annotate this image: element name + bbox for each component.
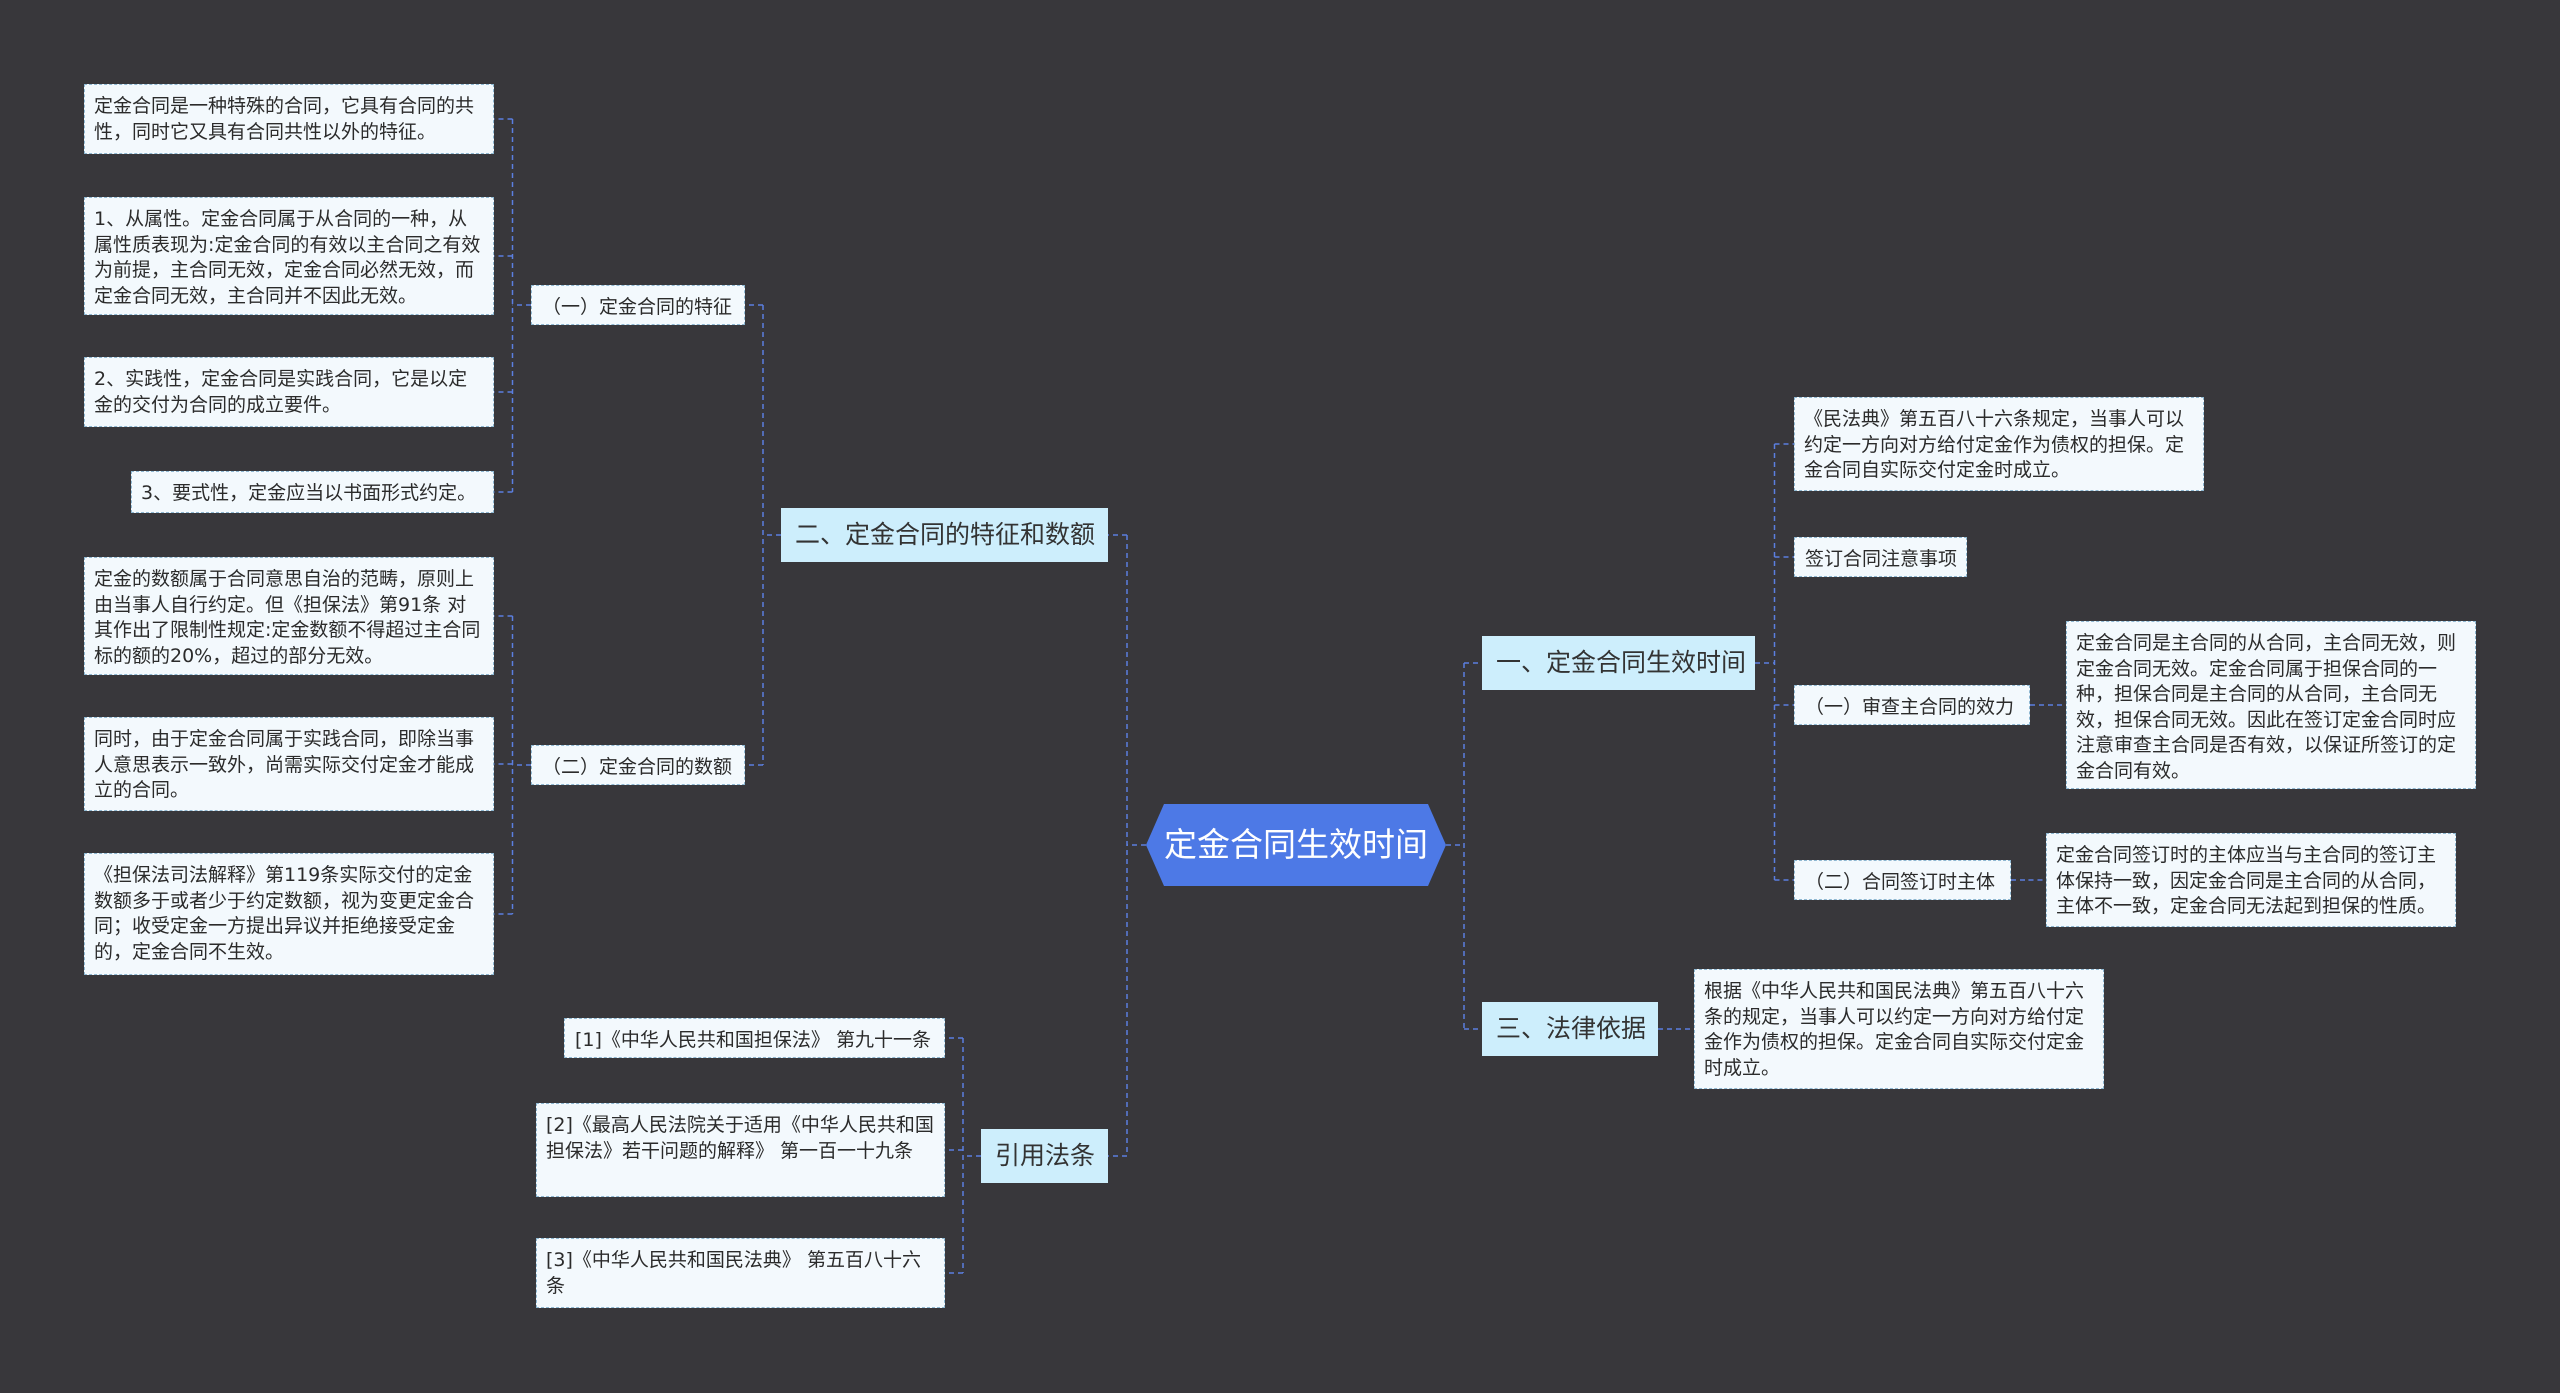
amount-judicial-interpretation[interactable]: 《担保法司法解释》第119条实际交付的定金数额多于或者少于约定数额，视为变更定金… [84,853,494,975]
signing-party-topic[interactable]: （二）合同签订时主体 [1794,860,2011,900]
amount-limit-detail[interactable]: 定金的数额属于合同意思自治的范畴，原则上由当事人自行约定。但《担保法》第91条 … [84,557,494,675]
legal-basis-detail[interactable]: 根据《中华人民共和国民法典》第五百八十六条的规定，当事人可以约定一方向对方给付定… [1694,969,2104,1089]
cited-law-2[interactable]: [2]《最高人民法院关于适用《中华人民共和国担保法》若干问题的解释》 第一百一十… [536,1103,945,1197]
branch-features-and-amount[interactable]: 二、定金合同的特征和数额 [781,508,1108,562]
features-topic[interactable]: （一）定金合同的特征 [531,285,745,325]
central-topic[interactable]: 定金合同生效时间 [1146,804,1446,886]
review-main-contract-topic[interactable]: （一）审查主合同的效力 [1794,685,2030,725]
feature-accessory[interactable]: 1、从属性。定金合同属于从合同的一种，从属性质表现为:定金合同的有效以主合同之有… [84,197,494,315]
features-intro[interactable]: 定金合同是一种特殊的合同，它具有合同的共性，同时它又具有合同共性以外的特征。 [84,84,494,154]
civil-code-article-586-note[interactable]: 《民法典》第五百八十六条规定，当事人可以约定一方向对方给付定金作为债权的担保。定… [1794,397,2204,491]
feature-practice[interactable]: 2、实践性，定金合同是实践合同，它是以定金的交付为合同的成立要件。 [84,357,494,427]
branch-cited-laws[interactable]: 引用法条 [981,1129,1108,1183]
feature-formality[interactable]: 3、要式性，定金应当以书面形式约定。 [131,471,494,513]
signing-party-detail[interactable]: 定金合同签订时的主体应当与主合同的签订主体保持一致，因定金合同是主合同的从合同，… [2046,833,2456,927]
signing-notes-topic[interactable]: 签订合同注意事项 [1794,537,1967,577]
cited-law-1[interactable]: [1]《中华人民共和国担保法》 第九十一条 [564,1018,945,1058]
amount-topic[interactable]: （二）定金合同的数额 [531,745,745,785]
amount-practice-detail[interactable]: 同时，由于定金合同属于实践合同，即除当事人意思表示一致外，尚需实际交付定金才能成… [84,717,494,811]
branch-legal-basis[interactable]: 三、法律依据 [1482,1002,1658,1056]
cited-law-3[interactable]: [3]《中华人民共和国民法典》 第五百八十六条 [536,1238,945,1308]
branch-contract-effective-time[interactable]: 一、定金合同生效时间 [1482,636,1755,690]
review-main-contract-detail[interactable]: 定金合同是主合同的从合同，主合同无效，则定金合同无效。定金合同属于担保合同的一种… [2066,621,2476,789]
